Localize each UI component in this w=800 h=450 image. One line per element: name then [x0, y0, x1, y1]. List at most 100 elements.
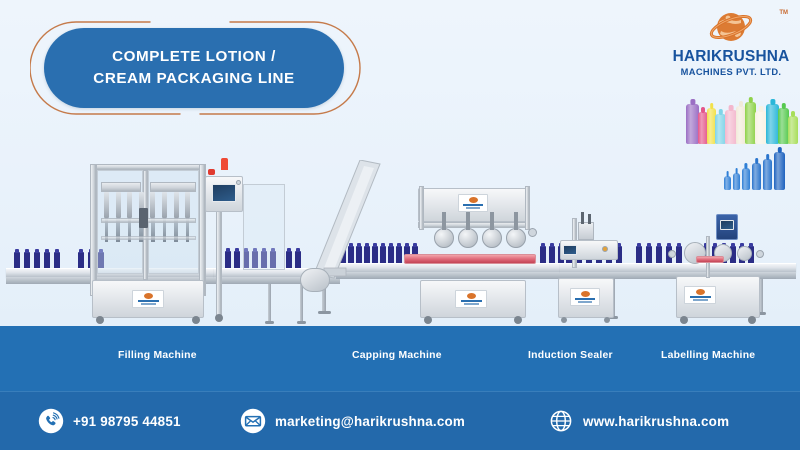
capping-spindle-disc	[458, 228, 478, 248]
capping-spindle-shaft	[442, 212, 446, 230]
blue-bottle	[763, 154, 772, 190]
filling-tube-rail	[101, 218, 196, 223]
filling-nozzle	[185, 192, 191, 218]
conveyor-bottle	[286, 248, 292, 268]
filling-nozzle-stem	[162, 218, 167, 242]
filling-nozzle	[104, 192, 109, 218]
filling-panel-stand	[216, 210, 222, 316]
capping-column-right	[525, 186, 530, 230]
conveyor-rail-left	[6, 268, 220, 277]
labelling-guide-knob[interactable]	[668, 250, 676, 258]
showcase-bottle-cap	[748, 97, 753, 103]
capping-chute-foot	[318, 311, 331, 314]
conveyor-bottle	[261, 248, 267, 268]
showcase-bottle	[778, 103, 789, 144]
filling-exit-guard	[243, 184, 285, 270]
blue-bottle-range	[724, 147, 796, 190]
conveyor-bottle	[348, 243, 354, 263]
conveyor-bottle	[54, 249, 60, 268]
conveyor-bottle	[44, 249, 50, 268]
conveyor-bottle	[98, 249, 104, 268]
conveyor-leg	[268, 284, 271, 322]
website-url-text: www.harikrushna.com	[583, 413, 730, 429]
labelling-display[interactable]	[720, 220, 734, 230]
logo-company-name: HARIKRUSHNA	[672, 48, 790, 65]
filling-selector-knob[interactable]	[236, 180, 241, 185]
capping-column-left	[419, 186, 424, 230]
filling-nozzle	[150, 192, 156, 218]
production-line-illustration	[0, 150, 800, 350]
contact-email[interactable]: marketing@harikrushna.com	[240, 408, 465, 434]
showcase-bottle	[698, 107, 708, 144]
filling-manifold-left	[101, 182, 141, 192]
filling-indicator-light	[208, 169, 215, 175]
conveyor-bottle	[270, 248, 276, 268]
showcase-bottle-cap	[739, 101, 743, 107]
sealer-brand-plate	[570, 288, 600, 306]
logo-company-subtitle: MACHINES PVT. LTD.	[680, 67, 782, 77]
showcase-bottle-cap	[701, 107, 705, 113]
conveyor-bottle	[388, 243, 394, 263]
conveyor-leg	[300, 284, 303, 322]
sealer-indicator	[602, 246, 608, 252]
showcase-bottle-cap	[781, 103, 786, 109]
cosmetic-bottle-cluster	[686, 88, 798, 144]
capping-spindle-shaft	[514, 212, 518, 230]
conveyor-bottle	[243, 248, 249, 268]
capping-spindle-disc	[506, 228, 526, 248]
sealer-display[interactable]	[563, 245, 577, 255]
filling-nozzle-stem	[139, 218, 143, 242]
filling-nozzle	[138, 192, 144, 218]
capping-caster	[424, 316, 432, 324]
capping-handwheel[interactable]	[528, 228, 537, 237]
sealer-antenna	[588, 214, 591, 224]
contact-website[interactable]: www.harikrushna.com	[548, 408, 729, 434]
conveyor-bottle	[646, 243, 652, 263]
phone-call-icon	[38, 408, 64, 434]
blue-bottle-cap	[735, 168, 738, 174]
phone-number-text: +91 98795 44851	[73, 413, 181, 429]
capping-guide-rail	[404, 254, 536, 264]
filling-manifold-right	[150, 182, 196, 192]
machine-label-capping: Capping Machine	[352, 350, 442, 361]
filling-brand-plate	[132, 290, 164, 308]
filling-nozzle	[127, 192, 133, 218]
conveyor-bottle	[380, 243, 386, 263]
filling-nozzle-stem	[174, 218, 178, 242]
filling-caster	[192, 316, 200, 324]
blue-bottle-cap	[754, 158, 759, 164]
footer-contact-bar: +91 98795 44851 marketing@harikrushna.co…	[0, 392, 800, 450]
filling-nozzle-stem	[151, 218, 155, 242]
email-address-text: marketing@harikrushna.com	[275, 413, 465, 429]
filling-lower-rail	[101, 236, 196, 240]
showcase-bottle	[745, 97, 756, 144]
labelling-brand-plate	[684, 286, 716, 304]
capping-spindle-disc	[482, 228, 502, 248]
conveyor-bottle	[34, 249, 40, 268]
footer-bar-background	[0, 392, 800, 450]
filling-nozzle	[115, 192, 121, 218]
sealer-caster	[561, 317, 567, 323]
sealer-coil-head	[578, 222, 594, 240]
blue-bottle-cap	[726, 171, 729, 177]
showcase-bottle	[766, 99, 779, 144]
filling-hmi-touchscreen[interactable]	[212, 184, 236, 202]
labelling-pressing-rail	[696, 256, 724, 263]
conveyor-bottle	[549, 243, 555, 263]
filling-tower-lamp	[221, 158, 228, 170]
conveyor-bottle	[396, 243, 402, 263]
conveyor-frame-mid2	[336, 272, 566, 279]
filling-nozzle-stem	[104, 218, 109, 242]
capping-head-housing	[418, 188, 530, 222]
conveyor-bottle	[372, 243, 378, 263]
conveyor-bottle	[225, 248, 231, 268]
filling-nozzle-stem	[185, 218, 190, 242]
filling-nozzle	[162, 192, 167, 218]
capping-spindle-disc	[434, 228, 454, 248]
labelling-guide-knob[interactable]	[756, 250, 764, 258]
conveyor-bottle	[14, 249, 20, 268]
contact-phone[interactable]: +91 98795 44851	[38, 408, 181, 434]
capping-caster	[514, 316, 522, 324]
conveyor-bottle	[252, 248, 258, 268]
